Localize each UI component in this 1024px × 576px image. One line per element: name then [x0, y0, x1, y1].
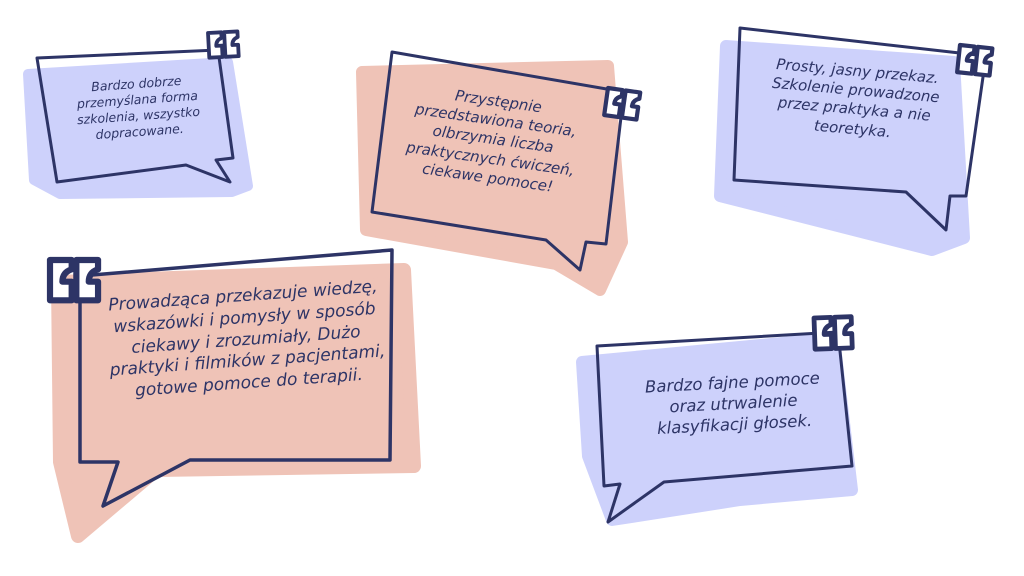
testimonial-text-4: Prowadząca przekazuje wiedzę, wskazówki …: [107, 276, 386, 401]
bubble-3: [714, 26, 992, 256]
quote-icon: [604, 88, 640, 120]
quote-icon: [814, 317, 852, 349]
bubble-5: [576, 317, 858, 526]
testimonial-text-1: Bardzo dobrze przemyślana forma szkoleni…: [76, 72, 201, 143]
quote-icon: [957, 45, 992, 76]
bubble-1: [23, 29, 253, 199]
quote-icon: [50, 260, 98, 300]
bubble-4: [50, 248, 421, 543]
testimonial-text-5: Bardzo fajne pomoce oraz utrwalenie klas…: [644, 368, 821, 439]
testimonial-text-3: Prosty, jasny przekaz. Szkolenie prowadz…: [771, 55, 941, 141]
quote-icon: [206, 29, 241, 60]
bubble-2: [356, 50, 640, 296]
